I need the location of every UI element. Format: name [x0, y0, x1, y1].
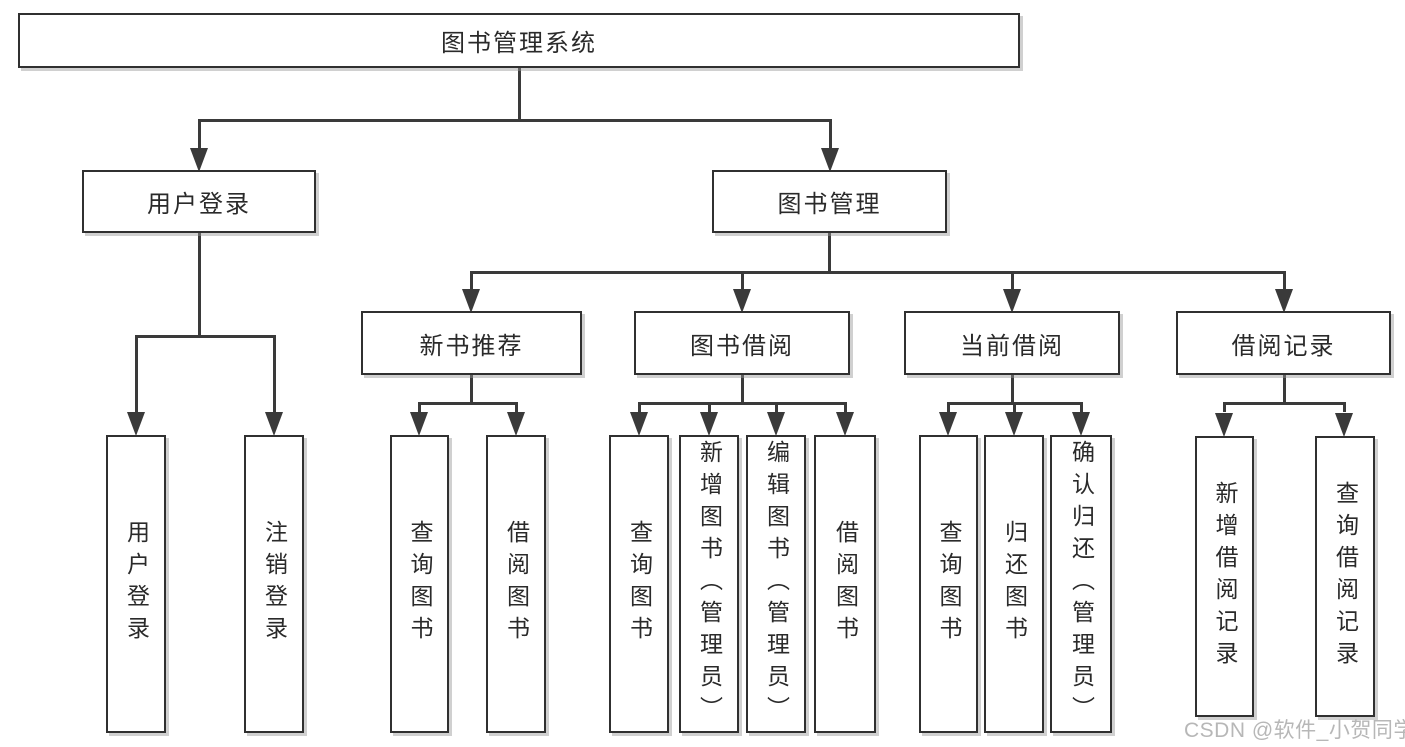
node-user-login: 用户登录: [82, 170, 316, 233]
connector-line: [470, 375, 473, 404]
down-arrow-icon: [462, 289, 480, 313]
node-book-management-label: 图书管理: [777, 191, 882, 218]
down-arrow-icon: [939, 412, 957, 436]
leaf-edit-book-admin-label: 编辑图书（管理员）: [763, 440, 790, 728]
node-root: 图书管理系统: [18, 13, 1020, 68]
leaf-confirm-return-admin: 确认归还（管理员）: [1050, 435, 1112, 733]
connector-line: [741, 271, 744, 289]
connector-line: [947, 402, 950, 412]
node-user-login-label: 用户登录: [147, 191, 251, 218]
leaf-query-books-3-label: 查询图书: [936, 520, 962, 648]
node-current-borrowing-label: 当前借阅: [960, 332, 1064, 360]
leaf-user-login-label: 用户登录: [123, 520, 150, 648]
connector-line: [198, 233, 201, 337]
connector-line: [741, 375, 744, 404]
leaf-borrow-books-1-label: 借阅图书: [503, 520, 530, 648]
leaf-add-book-admin: 新增图书（管理员）: [679, 435, 739, 733]
leaf-query-books-1: 查询图书: [390, 435, 449, 733]
connector-line: [418, 402, 421, 412]
node-book-borrowing: 图书借阅: [634, 311, 850, 375]
leaf-add-borrow-record-label: 新增借阅记录: [1212, 480, 1238, 673]
connector-line: [829, 119, 832, 149]
connector-line: [273, 335, 276, 412]
connector-line: [828, 233, 831, 273]
leaf-query-books-1-label: 查询图书: [407, 520, 433, 648]
down-arrow-icon: [767, 412, 785, 436]
connector-line: [470, 271, 1286, 274]
connector-line: [515, 402, 518, 412]
leaf-query-borrow-record: 查询借阅记录: [1315, 436, 1375, 717]
down-arrow-icon: [1003, 289, 1021, 313]
leaf-borrow-books-2: 借阅图书: [814, 435, 876, 733]
leaf-confirm-return-admin-label: 确认归还（管理员）: [1068, 440, 1095, 728]
leaf-query-books-2: 查询图书: [609, 435, 669, 733]
connector-line: [518, 68, 521, 120]
down-arrow-icon: [700, 412, 718, 436]
connector-line: [708, 402, 711, 412]
down-arrow-icon: [1335, 413, 1353, 437]
connector-line: [1223, 402, 1346, 405]
leaf-logout-label: 注销登录: [261, 520, 288, 648]
down-arrow-icon: [1215, 413, 1233, 437]
down-arrow-icon: [821, 148, 839, 172]
leaf-add-book-admin-label: 新增图书（管理员）: [696, 440, 723, 728]
connector-line: [1011, 375, 1014, 404]
connector-line: [470, 271, 473, 289]
leaf-add-borrow-record: 新增借阅记录: [1195, 436, 1254, 717]
down-arrow-icon: [265, 412, 283, 436]
node-new-book-recommend-label: 新书推荐: [419, 332, 524, 360]
leaf-user-login: 用户登录: [106, 435, 166, 733]
node-borrow-records-label: 借阅记录: [1231, 332, 1336, 360]
connector-line: [198, 119, 832, 122]
leaf-query-borrow-record-label: 查询借阅记录: [1332, 480, 1359, 673]
connector-line: [1013, 402, 1016, 412]
connector-line: [1283, 271, 1286, 289]
down-arrow-icon: [1072, 412, 1090, 436]
connector-line: [1223, 402, 1226, 412]
leaf-borrow-books-2-label: 借阅图书: [832, 520, 859, 648]
connector-line: [775, 402, 778, 412]
connector-line: [198, 119, 201, 149]
down-arrow-icon: [630, 412, 648, 436]
connector-line: [638, 402, 641, 412]
connector-line: [1343, 402, 1346, 412]
node-root-label: 图书管理系统: [441, 30, 597, 57]
leaf-query-books-3: 查询图书: [919, 435, 978, 733]
watermark: CSDN @软件_小贺同学: [1184, 719, 1405, 742]
leaf-edit-book-admin: 编辑图书（管理员）: [746, 435, 806, 733]
down-arrow-icon: [733, 289, 751, 313]
connector-line: [1283, 375, 1286, 404]
connector-line: [638, 402, 847, 405]
down-arrow-icon: [127, 412, 145, 436]
leaf-query-books-2-label: 查询图书: [626, 520, 653, 648]
connector-line: [135, 335, 138, 412]
connector-line: [1080, 402, 1083, 412]
down-arrow-icon: [190, 148, 208, 172]
node-book-borrowing-label: 图书借阅: [690, 332, 794, 360]
connector-line: [418, 402, 518, 405]
down-arrow-icon: [836, 412, 854, 436]
node-book-management: 图书管理: [712, 170, 947, 233]
connector-line: [844, 402, 847, 412]
down-arrow-icon: [1005, 412, 1023, 436]
connector-line: [1011, 271, 1014, 289]
node-new-book-recommend: 新书推荐: [361, 311, 582, 375]
node-current-borrowing: 当前借阅: [904, 311, 1120, 375]
node-borrow-records: 借阅记录: [1176, 311, 1391, 375]
down-arrow-icon: [410, 412, 428, 436]
down-arrow-icon: [507, 412, 525, 436]
leaf-return-book: 归还图书: [984, 435, 1044, 733]
connector-line: [135, 335, 276, 338]
leaf-borrow-books-1: 借阅图书: [486, 435, 546, 733]
leaf-return-book-label: 归还图书: [1001, 520, 1028, 648]
leaf-logout: 注销登录: [244, 435, 304, 733]
down-arrow-icon: [1275, 289, 1293, 313]
